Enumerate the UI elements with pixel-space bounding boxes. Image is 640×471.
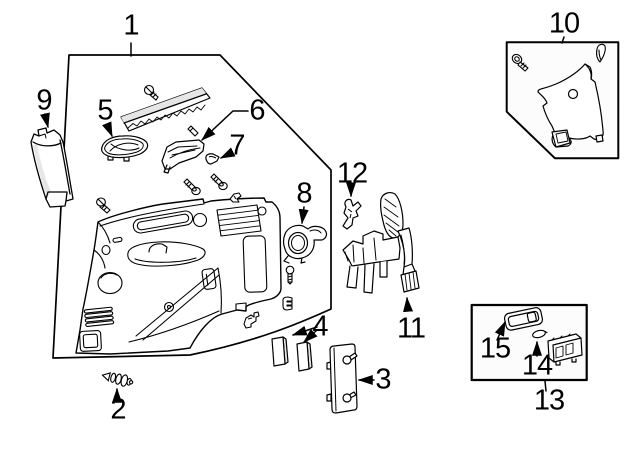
screw xyxy=(511,53,529,72)
part-7-clip xyxy=(205,153,220,165)
callout-label-12: 12 xyxy=(336,157,368,190)
leader-5 xyxy=(102,121,113,138)
bolt xyxy=(183,178,201,196)
lamp-housing xyxy=(547,333,583,366)
callout-label-15: 15 xyxy=(479,332,511,365)
leader-10 xyxy=(561,36,565,44)
leader-9 xyxy=(40,112,50,129)
part-12-bracket xyxy=(342,198,362,230)
sill-strip xyxy=(120,87,211,132)
part-3-retainer-plate xyxy=(326,343,358,414)
part-9-pillar-trim xyxy=(30,127,74,208)
guide-clip xyxy=(243,311,260,329)
part-2-push-pin xyxy=(101,372,134,387)
callout-label-4: 4 xyxy=(312,310,328,343)
part-10-box xyxy=(505,41,620,160)
callout-label-8: 8 xyxy=(296,177,312,210)
part-6-pocket xyxy=(161,139,205,174)
leader-8 xyxy=(298,206,309,225)
retainer-clip xyxy=(229,192,242,203)
leader-4b xyxy=(303,329,318,343)
part-5-bezel xyxy=(101,135,149,162)
bolt xyxy=(210,173,228,191)
callout-label-3: 3 xyxy=(375,363,391,396)
callout-label-9: 9 xyxy=(36,84,52,117)
callout-label-5: 5 xyxy=(97,94,113,127)
leader-7 xyxy=(219,147,236,159)
screw xyxy=(96,197,111,214)
screw xyxy=(285,265,295,285)
callout-label-14: 14 xyxy=(521,349,553,382)
part-8-speaker-bracket xyxy=(282,224,328,264)
leader-13 xyxy=(544,380,547,392)
part-6-pin xyxy=(187,125,199,137)
callout-label-2: 2 xyxy=(110,393,126,426)
boxed-pillar-trim xyxy=(537,63,604,148)
hook-clip xyxy=(596,43,606,63)
callout-leaders xyxy=(40,36,565,403)
callout-label-7: 7 xyxy=(229,129,245,162)
e-clip xyxy=(282,296,293,311)
leader-6 xyxy=(201,110,249,141)
callout-label-6: 6 xyxy=(249,94,265,127)
callout-label-11: 11 xyxy=(396,312,426,345)
callout-label-10: 10 xyxy=(548,7,580,40)
callout-label-1: 1 xyxy=(123,9,139,42)
screw xyxy=(143,84,159,101)
leader-11 xyxy=(403,296,414,313)
part-4-pads xyxy=(271,336,313,372)
callout-label-13: 13 xyxy=(533,384,565,417)
leader-15 xyxy=(494,320,506,341)
part-14-bulb xyxy=(532,329,548,339)
part-11-mounting-bracket xyxy=(342,192,420,294)
part-1-quarter-trim-panel xyxy=(75,197,282,355)
